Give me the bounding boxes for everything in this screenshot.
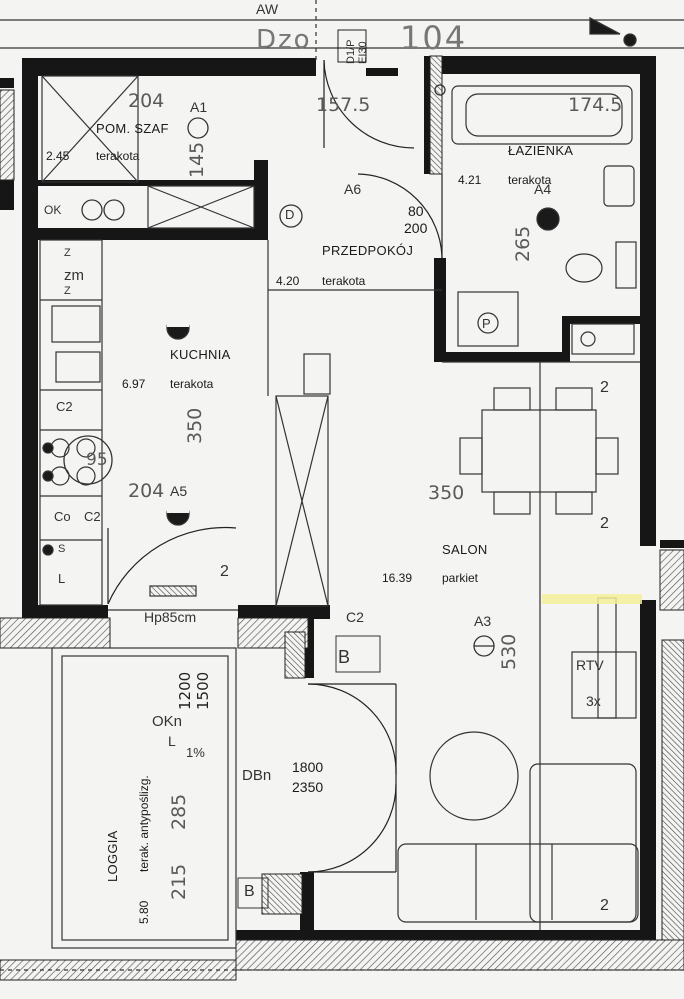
loggia-floor: terak. antypoślizg.	[137, 775, 151, 872]
code-rtv: RTV	[576, 657, 604, 673]
loggia-name: LOGGIA	[105, 830, 120, 882]
code-c2-d: C2	[346, 609, 364, 625]
top-code: AW	[256, 1, 279, 17]
hall-floor: terakota	[322, 274, 366, 288]
code-a6: A6	[344, 181, 362, 197]
code-okn: OKn	[152, 713, 183, 730]
code-two-3: 2	[220, 563, 229, 580]
door-swings	[107, 59, 443, 873]
code-a5: A5	[170, 483, 188, 499]
hatched-walls	[0, 55, 684, 981]
dim-1800: 1800	[292, 759, 324, 775]
hall-name: PRZEDPOKÓJ	[322, 243, 414, 258]
header-number: 104	[400, 19, 468, 57]
dim-1500: 1500	[194, 671, 212, 710]
dim-350-salon: 350	[428, 482, 465, 504]
dim-200: 200	[404, 220, 428, 236]
code-l: L	[58, 571, 66, 586]
door-tag-1: D1/P	[345, 39, 357, 64]
bathroom-name: ŁAZIENKA	[508, 143, 574, 158]
dim-157: 157.5	[316, 94, 371, 116]
dim-530: 530	[498, 633, 520, 670]
dim-285: 285	[168, 793, 190, 830]
wardrobe-area: 2.45	[46, 149, 70, 163]
wardrobe-floor: terakota	[96, 149, 140, 163]
dim-174: 174.5	[568, 94, 623, 116]
code-okn-l: L	[168, 733, 176, 749]
electrical-symbols	[42, 16, 637, 657]
code-co: Co	[54, 509, 71, 524]
code-ok: OK	[44, 203, 62, 217]
code-a1: A1	[190, 99, 208, 115]
dim-204-kitchen: 204	[128, 480, 165, 502]
code-rtv-3: 3x	[586, 693, 601, 709]
dim-95: 95	[86, 450, 108, 470]
door-tag-2: EI30	[357, 41, 369, 64]
code-z2: Z	[64, 285, 71, 297]
kitchen-box-b	[335, 635, 381, 673]
header-code: Dzo	[256, 25, 312, 55]
living-floor: parkiet	[442, 571, 479, 585]
code-a4: A4	[534, 181, 552, 197]
living-name: SALON	[442, 542, 488, 557]
code-two-2: 2	[600, 515, 609, 532]
code-dbn: DBn	[242, 767, 272, 784]
dim-80: 80	[408, 203, 424, 219]
kitchen-floor: terakota	[170, 377, 214, 391]
dim-350-kitchen: 350	[184, 407, 206, 444]
code-hp: Hp85cm	[144, 609, 197, 625]
wall-marker	[366, 68, 398, 76]
dim-215: 215	[168, 863, 190, 900]
dim-2350: 2350	[292, 779, 324, 795]
door-tag-box	[337, 29, 367, 63]
living-area: 16.39	[382, 571, 413, 585]
code-b3: B	[244, 883, 255, 900]
room-outlines	[0, 0, 684, 971]
code-z1: Z	[64, 247, 71, 259]
code-a3: A3	[474, 613, 492, 629]
loggia-area: 5.80	[137, 900, 151, 924]
code-bc: B	[338, 647, 351, 667]
code-s: S	[58, 543, 66, 555]
dim-204-top: 204	[128, 90, 165, 112]
rtv-label-box	[237, 877, 269, 909]
kitchen-name: KUCHNIA	[170, 347, 231, 362]
code-c2-c: C2	[84, 509, 101, 524]
bathroom-area: 4.21	[458, 173, 482, 187]
code-d: D	[285, 207, 295, 222]
hall-area: 4.20	[276, 274, 300, 288]
code-c2-a: C2	[56, 399, 73, 414]
bathroom-floor: terakota	[508, 173, 552, 187]
dim-265: 265	[512, 225, 534, 262]
dim-145: 145	[186, 141, 208, 178]
outer-walls	[0, 56, 684, 944]
code-p: P	[482, 316, 491, 331]
code-two-4: 2	[600, 897, 609, 914]
code-zm: zm	[64, 267, 84, 284]
code-pct: 1%	[186, 745, 205, 760]
highlight-mark	[542, 594, 642, 604]
wardrobe-name: POM. SZAF	[96, 121, 169, 136]
code-two-1: 2	[600, 379, 609, 396]
kitchen-area: 6.97	[122, 377, 146, 391]
dim-1200: 1200	[176, 671, 194, 710]
